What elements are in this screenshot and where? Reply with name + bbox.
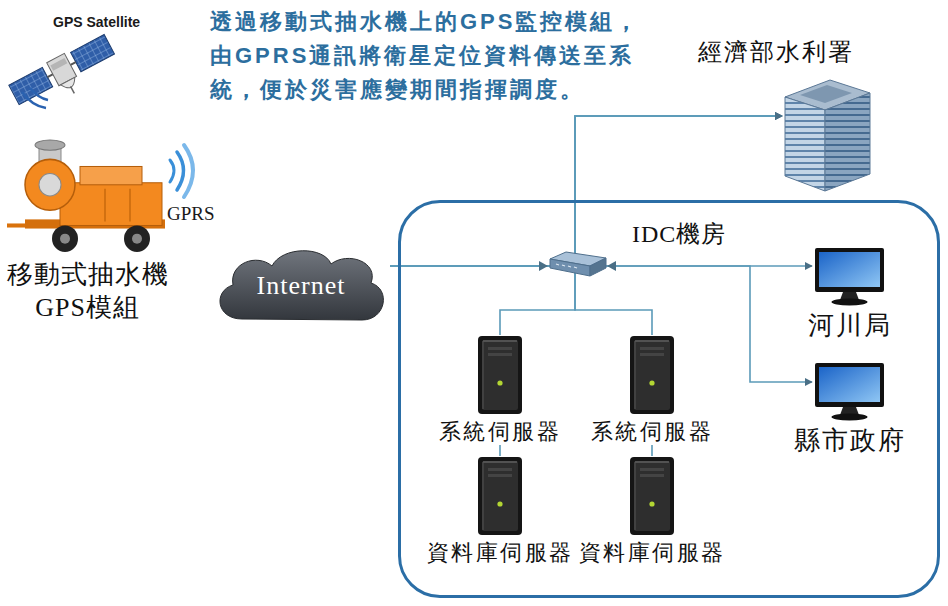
node-label: IDC機房 [632, 219, 726, 249]
agency-building: 經濟部水利署 [782, 75, 872, 193]
datacenter-box: IDC機房系統伺服器 系統伺服器資料庫伺服器資料庫伺服器 河川局縣市政府 [398, 200, 940, 598]
node-label: Internet [257, 270, 346, 303]
monitor-icon [812, 248, 887, 306]
server-icon [470, 335, 530, 415]
pump-node: 移動式抽水機 GPS模組 [5, 138, 170, 255]
connector [390, 266, 812, 382]
connector [390, 116, 782, 266]
internet-cloud: Internet [212, 245, 390, 327]
server-node: 資料庫伺服器 [423, 456, 578, 566]
node-label: 系統伺服器 [439, 418, 562, 446]
node-label: 經濟部水利署 [698, 37, 854, 67]
building-icon [782, 75, 872, 193]
node-label: 河川局 [808, 310, 892, 343]
description-note: 透過移動式抽水機上的GPS監控模組，由GPRS通訊將衛星定位資料傳送至系統，便於… [210, 5, 642, 107]
server-icon [622, 456, 682, 536]
client-monitor: 河川局 [812, 248, 887, 306]
pump-icon [5, 138, 170, 255]
wireless-waves [170, 145, 193, 197]
monitor-icon [812, 363, 887, 421]
node-label: 資料庫伺服器 [427, 539, 574, 567]
connector [651, 445, 653, 456]
server-node: 系統伺服器 [435, 335, 566, 445]
connector [575, 116, 782, 335]
link-label: GPRS [167, 203, 215, 226]
connector [500, 116, 782, 335]
node-label: 縣市政府 [794, 425, 906, 458]
server-icon [622, 335, 682, 415]
network-switch [539, 252, 616, 276]
node-label: 移動式抽水機 GPS模組 [2, 259, 174, 324]
node-label: 資料庫伺服器 [579, 539, 726, 567]
satellite-label: GPS Satellite [53, 14, 140, 31]
connector [499, 445, 501, 456]
satellite-illustration [8, 33, 122, 119]
client-monitor: 縣市政府 [812, 363, 887, 421]
server-node: 系統伺服器 [587, 335, 718, 445]
node-label: 系統伺服器 [591, 418, 714, 446]
server-icon [470, 456, 530, 536]
server-node: 資料庫伺服器 [575, 456, 730, 566]
